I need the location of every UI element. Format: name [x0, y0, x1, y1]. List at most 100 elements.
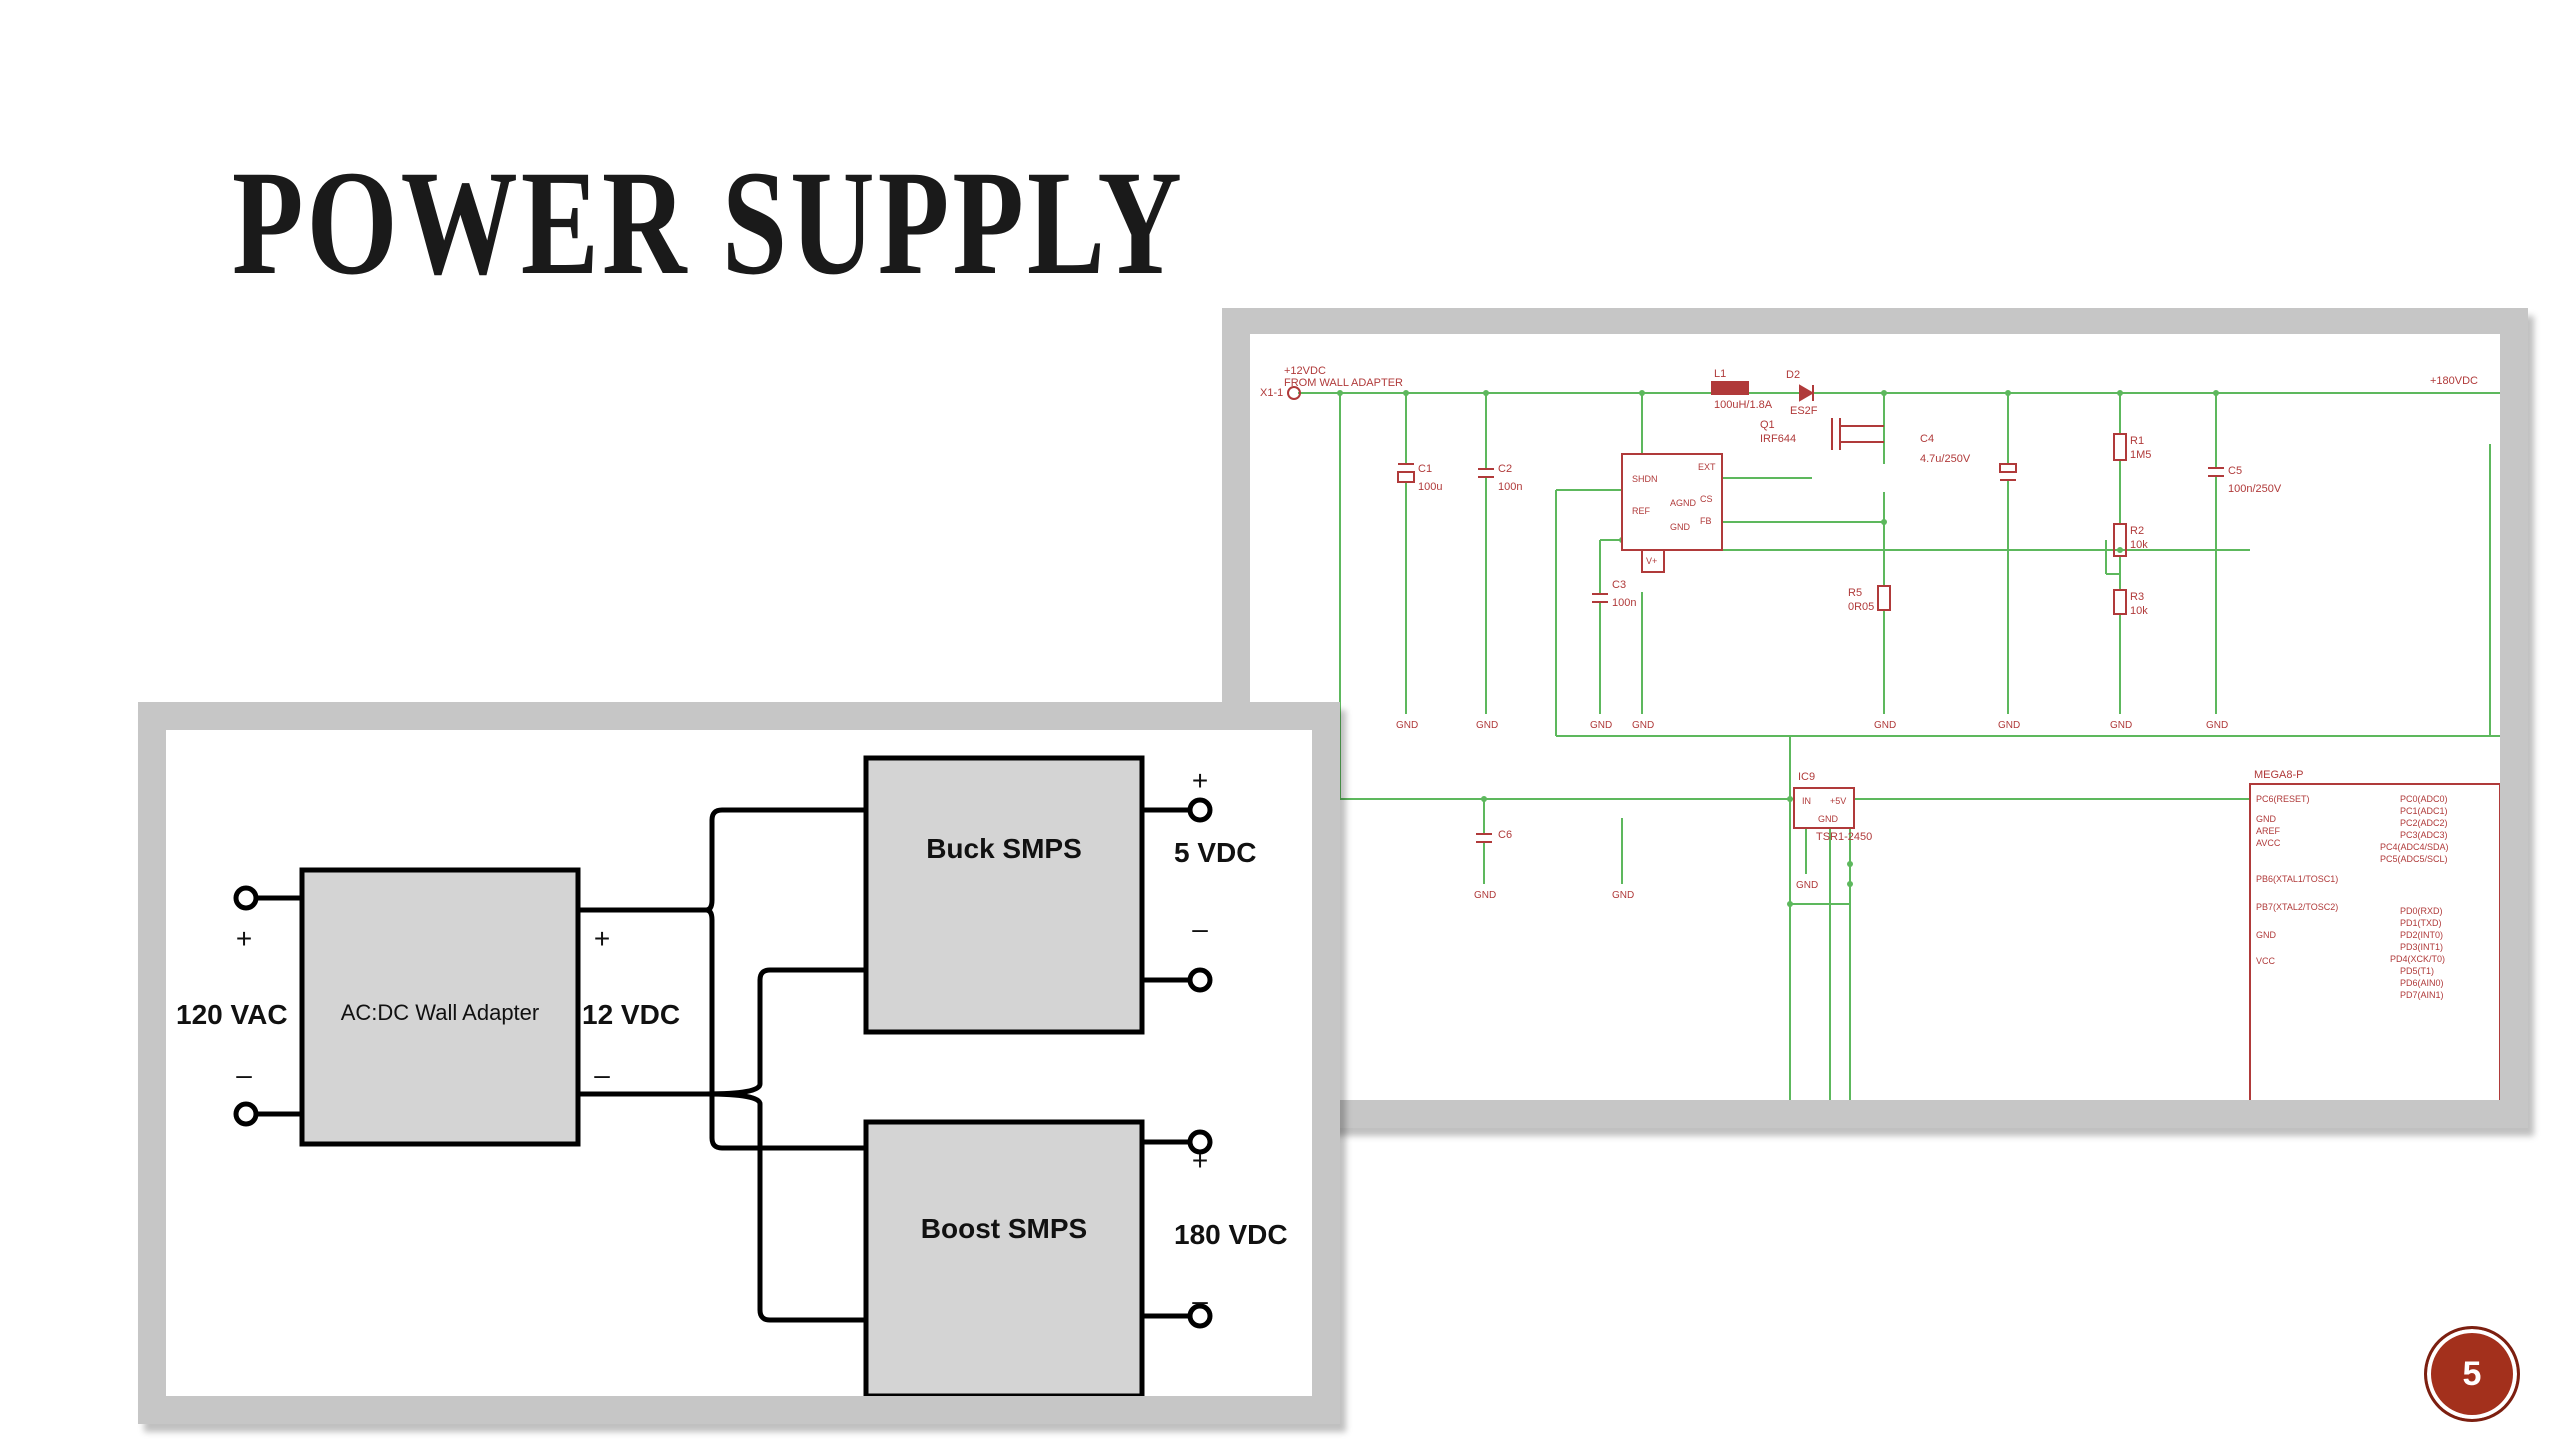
svg-text:C3: C3: [1612, 579, 1626, 591]
svg-text:C1: C1: [1418, 463, 1432, 475]
buck-output-label: 5 VDC: [1174, 837, 1256, 868]
block-diagram: + – 120 VAC AC:DC Wall Adapter + – 12 VD…: [166, 730, 1312, 1399]
svg-text:GND: GND: [1998, 720, 2020, 731]
schematic-labels: +12VDC FROM WALL ADAPTER X1-1 +180VDC L1…: [1260, 365, 2478, 1000]
mid-voltage-label: 12 VDC: [582, 999, 680, 1030]
svg-text:GND: GND: [2206, 720, 2228, 731]
svg-text:GND: GND: [1818, 814, 1839, 824]
svg-text:AREF: AREF: [2256, 826, 2281, 836]
svg-text:GND: GND: [1612, 890, 1634, 901]
svg-text:1M5: 1M5: [2130, 449, 2151, 461]
svg-text:PB6(XTAL1/TOSC1): PB6(XTAL1/TOSC1): [2256, 874, 2338, 884]
block-labels: + – 120 VAC AC:DC Wall Adapter + – 12 VD…: [176, 765, 1288, 1316]
svg-text:AVCC: AVCC: [2256, 838, 2281, 848]
mid-minus: –: [594, 1059, 610, 1090]
svg-text:GND: GND: [1670, 522, 1691, 532]
svg-text:PC3(ADC3): PC3(ADC3): [2400, 830, 2448, 840]
svg-text:100u: 100u: [1418, 481, 1442, 493]
svg-text:R2: R2: [2130, 525, 2144, 537]
buck-minus: –: [1192, 913, 1208, 944]
boost-label: Boost SMPS: [921, 1213, 1087, 1244]
svg-text:PD6(AIN0): PD6(AIN0): [2400, 978, 2444, 988]
input-minus: –: [236, 1059, 252, 1090]
svg-text:IN: IN: [1802, 796, 1811, 806]
adapter-block: [299, 867, 581, 1147]
svg-text:10k: 10k: [2130, 605, 2148, 617]
svg-text:PD0(RXD): PD0(RXD): [2400, 906, 2443, 916]
svg-text:+5V: +5V: [1830, 796, 1846, 806]
svg-text:100uH/1.8A: 100uH/1.8A: [1714, 399, 1773, 411]
svg-text:GND: GND: [2110, 720, 2132, 731]
svg-text:PD1(TXD): PD1(TXD): [2400, 918, 2442, 928]
boost-output-label: 180 VDC: [1174, 1219, 1288, 1250]
schematic-diagram: +12VDC FROM WALL ADAPTER X1-1 +180VDC L1…: [1250, 334, 2500, 1100]
svg-text:IRF644: IRF644: [1760, 433, 1796, 445]
svg-text:PD2(INT0): PD2(INT0): [2400, 930, 2443, 940]
svg-text:100n/250V: 100n/250V: [2228, 483, 2282, 495]
svg-text:Q1: Q1: [1760, 419, 1775, 431]
block-wires: [256, 807, 1190, 1323]
svg-text:100n: 100n: [1612, 597, 1636, 609]
page-number: 5: [2462, 1355, 2482, 1393]
svg-text:GND: GND: [1474, 890, 1496, 901]
svg-text:EXT: EXT: [1698, 462, 1716, 472]
svg-text:SHDN: SHDN: [1632, 474, 1658, 484]
svg-text:FB: FB: [1700, 516, 1712, 526]
schematic-image-frame: +12VDC FROM WALL ADAPTER X1-1 +180VDC L1…: [1222, 308, 2528, 1128]
svg-text:FROM WALL ADAPTER: FROM WALL ADAPTER: [1284, 377, 1403, 389]
svg-text:CS: CS: [1700, 494, 1713, 504]
block-diagram-frame: + – 120 VAC AC:DC Wall Adapter + – 12 VD…: [138, 702, 1340, 1424]
svg-text:10k: 10k: [2130, 539, 2148, 551]
svg-text:V+: V+: [1646, 556, 1657, 566]
svg-text:PD7(AIN1): PD7(AIN1): [2400, 990, 2444, 1000]
svg-text:+12VDC: +12VDC: [1284, 365, 1326, 377]
svg-text:MEGA8-P: MEGA8-P: [2254, 769, 2304, 781]
boost-plus: +: [1192, 1145, 1208, 1176]
svg-text:REF: REF: [1632, 506, 1651, 516]
svg-text:AGND: AGND: [1670, 498, 1697, 508]
adapter-label: AC:DC Wall Adapter: [341, 1000, 539, 1025]
input-voltage-label: 120 VAC: [176, 999, 288, 1030]
terminals: [233, 797, 1213, 1329]
svg-text:GND: GND: [1874, 720, 1896, 731]
svg-text:ES2F: ES2F: [1790, 405, 1818, 417]
svg-text:X1-1: X1-1: [1260, 387, 1283, 399]
schematic-wires: [1298, 392, 2500, 1100]
svg-text:PD5(T1): PD5(T1): [2400, 966, 2434, 976]
slide-title: POWER SUPPLY: [232, 140, 1185, 306]
svg-text:GND: GND: [1796, 880, 1818, 891]
svg-text:VCC: VCC: [2256, 956, 2276, 966]
buck-plus: +: [1192, 765, 1208, 796]
svg-text:PD3(INT1): PD3(INT1): [2400, 942, 2443, 952]
svg-text:D2: D2: [1786, 369, 1800, 381]
svg-text:PC4(ADC4/SDA): PC4(ADC4/SDA): [2380, 842, 2449, 852]
svg-text:GND: GND: [1476, 720, 1498, 731]
junction-dots: [1337, 390, 2219, 907]
svg-text:GND: GND: [1632, 720, 1654, 731]
svg-text:+180VDC: +180VDC: [2430, 375, 2478, 387]
buck-label: Buck SMPS: [926, 833, 1082, 864]
svg-text:R1: R1: [2130, 435, 2144, 447]
svg-text:C4: C4: [1920, 433, 1934, 445]
svg-text:TSR1-2450: TSR1-2450: [1816, 831, 1872, 843]
svg-text:GND: GND: [2256, 930, 2277, 940]
svg-text:PB7(XTAL2/TOSC2): PB7(XTAL2/TOSC2): [2256, 902, 2338, 912]
svg-text:C6: C6: [1498, 829, 1512, 841]
svg-text:0R05: 0R05: [1848, 601, 1874, 613]
svg-text:GND: GND: [1396, 720, 1418, 731]
mid-plus: +: [594, 923, 610, 954]
svg-text:4.7u/250V: 4.7u/250V: [1920, 453, 1971, 465]
svg-text:PC1(ADC1): PC1(ADC1): [2400, 806, 2448, 816]
svg-text:IC9: IC9: [1798, 771, 1815, 783]
svg-text:PC0(ADC0): PC0(ADC0): [2400, 794, 2448, 804]
buck-smps-block: [863, 755, 1145, 1035]
svg-text:R5: R5: [1848, 587, 1862, 599]
svg-text:PD4(XCK/T0): PD4(XCK/T0): [2390, 954, 2445, 964]
svg-text:PC6(RESET): PC6(RESET): [2256, 794, 2310, 804]
page-number-badge: 5: [2424, 1326, 2520, 1422]
boost-minus: –: [1192, 1285, 1208, 1316]
svg-text:C5: C5: [2228, 465, 2242, 477]
svg-text:R3: R3: [2130, 591, 2144, 603]
svg-text:100n: 100n: [1498, 481, 1522, 493]
input-plus: +: [236, 923, 252, 954]
